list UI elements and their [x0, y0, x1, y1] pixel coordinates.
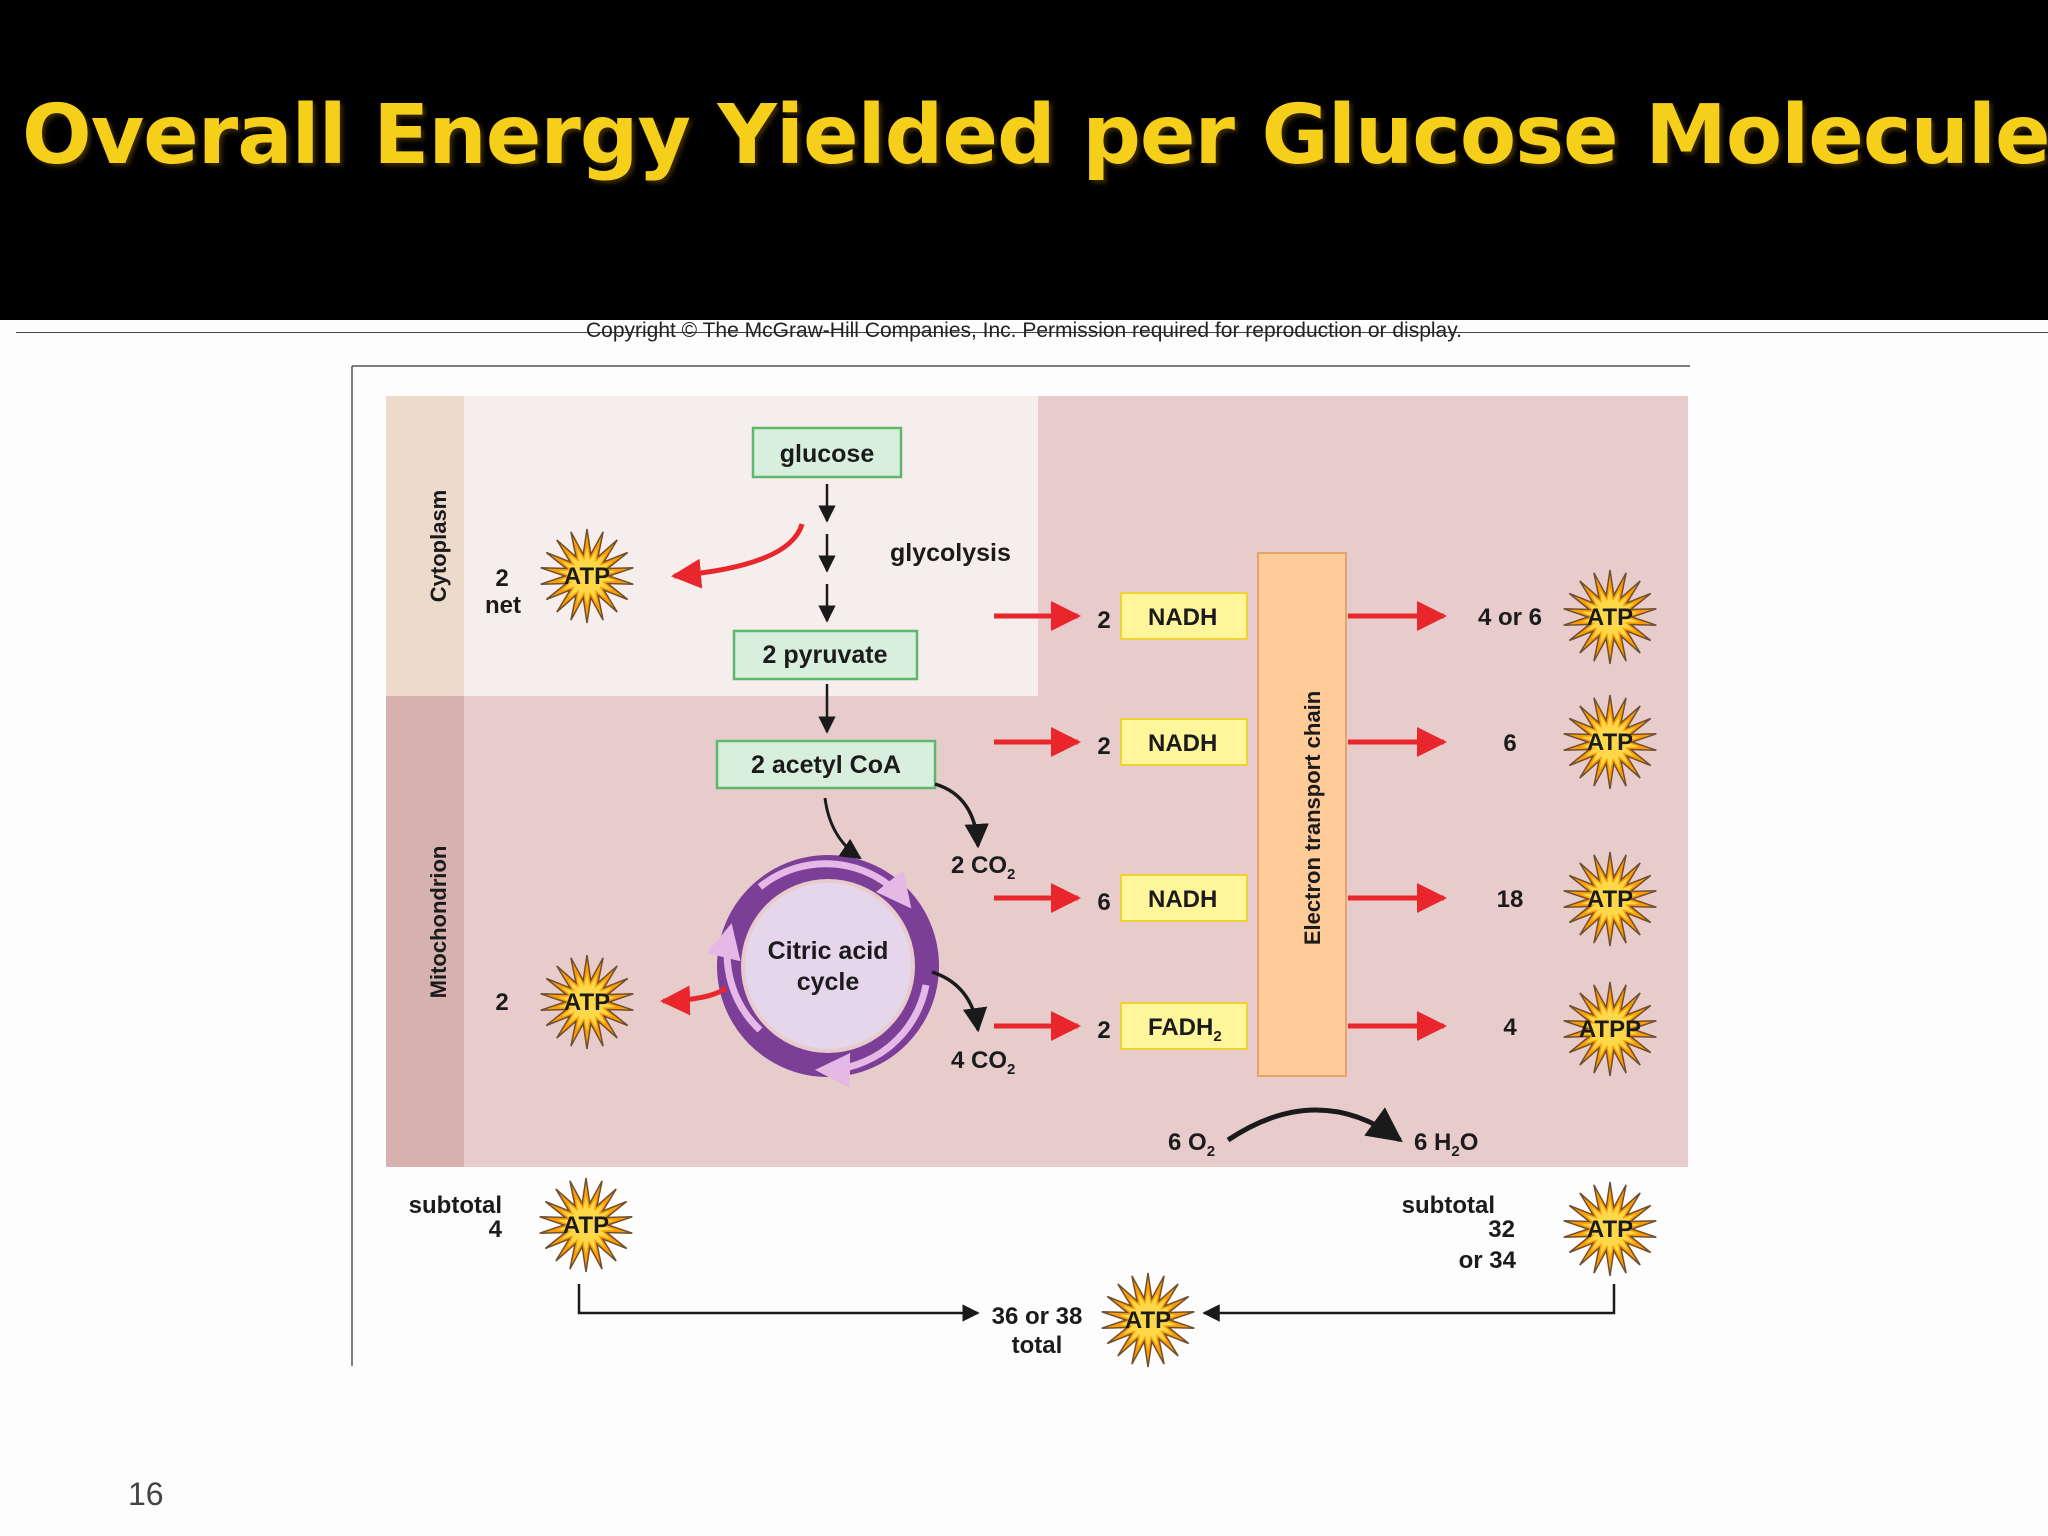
atp-star: ATP — [1563, 851, 1657, 947]
glycolysis-atp-arrow — [671, 523, 805, 589]
atp-label: ATP — [1587, 604, 1633, 631]
carrier-name: NADH — [1148, 886, 1217, 913]
cytoplasm-label: Cytoplasm — [426, 490, 451, 602]
cycle-label-line2: cycle — [797, 968, 860, 996]
pyruvate-box — [732, 629, 919, 681]
total-value: 36 or 38 — [992, 1303, 1083, 1330]
atp-label: ATP — [1125, 1307, 1171, 1334]
atp-label: ATP — [564, 989, 610, 1016]
co2-label-2-text: 4 CO — [951, 1047, 1007, 1074]
cycle-arrow-3 — [706, 923, 763, 1033]
carrier-count: 2 — [1097, 733, 1110, 760]
co2-label-1: 2 CO2 — [951, 852, 1015, 883]
title-rule — [16, 332, 2048, 333]
atp-star: ATP — [540, 528, 634, 624]
carrier-count: 6 — [1097, 889, 1110, 916]
cytoplasm-label-band — [386, 396, 464, 696]
co2-label-2-sub: 2 — [1007, 1061, 1015, 1078]
atp-star: ATP — [1101, 1272, 1195, 1368]
atp-label: ATP — [1587, 1216, 1633, 1243]
acetyl-coa-box — [715, 739, 937, 790]
subtotal-left-label: subtotal — [409, 1192, 502, 1219]
atp-star: ATP — [539, 1177, 633, 1273]
subtotal-left-value: 4 — [489, 1216, 503, 1243]
carrier-label: NADH — [1148, 604, 1217, 631]
subtotal-right-value1: 32 — [1488, 1216, 1515, 1243]
copyright-notice: Copyright © The McGraw-Hill Companies, I… — [585, 319, 1463, 342]
carrier-count: 2 — [1097, 1017, 1110, 1044]
carrier-count: 2 — [1097, 607, 1110, 634]
cycle-arrow-1 — [757, 860, 912, 909]
etc-yield: 18 — [1497, 886, 1524, 913]
glucose-label: glucose — [780, 440, 875, 468]
pyruvate-label: 2 pyruvate — [762, 641, 887, 669]
acetyl-coa-label: 2 acetyl CoA — [751, 751, 901, 779]
carrier-name: NADH — [1148, 604, 1217, 631]
h2o-label-pre: 6 H — [1414, 1129, 1451, 1156]
carrier-box — [1120, 874, 1248, 922]
carrier-name: FADH — [1148, 1014, 1213, 1041]
electron-transport-chain-box — [1257, 552, 1347, 1077]
oxygen-to-water-arrow — [1226, 1107, 1403, 1143]
etc-yield: 4 or 6 — [1478, 604, 1542, 631]
total-label: total — [1012, 1332, 1063, 1359]
o2-label-text: 6 O — [1168, 1129, 1207, 1156]
atp-star: ATP — [1563, 569, 1657, 665]
co2-release-arrow-1 — [934, 782, 989, 849]
h2o-label-sub: 2 — [1451, 1143, 1459, 1160]
acetyl-to-cycle-arrow — [823, 797, 862, 860]
total-bracket-right — [1202, 1284, 1616, 1322]
co2-label-2: 4 CO2 — [951, 1047, 1015, 1078]
atp-star: ATP — [540, 954, 634, 1050]
carrier-label: NADH — [1148, 730, 1217, 757]
carrier-label: FADH2 — [1148, 1014, 1222, 1045]
glycolysis-label: glycolysis — [890, 539, 1011, 567]
h2o-label-post: O — [1460, 1129, 1479, 1156]
etc-yield: 6 — [1503, 730, 1516, 757]
carrier-box — [1120, 1002, 1248, 1050]
subtotal-right-label: subtotal — [1402, 1192, 1495, 1219]
atp-label: ATP — [1587, 729, 1633, 756]
page-number: 16 — [128, 1476, 164, 1512]
atp-label: ATP — [563, 1212, 609, 1239]
atp-label: ATPP — [1579, 1016, 1641, 1043]
glycolysis-atp-qualifier: net — [485, 592, 521, 619]
slide-title: Overall Energy Yielded per Glucose Molec… — [22, 88, 2048, 183]
atp-label: ATP — [564, 563, 610, 590]
etc-label: Electron transport chain — [1300, 691, 1325, 945]
co2-label-1-text: 2 CO — [951, 852, 1007, 879]
citric-acid-cycle: Citric acid cycle — [706, 855, 939, 1088]
atp-star: ATP — [1563, 1181, 1657, 1277]
cycle-label-line1: Citric acid — [768, 937, 889, 965]
co2-label-1-sub: 2 — [1007, 866, 1015, 883]
mitochondrion-label: Mitochondrion — [426, 846, 451, 999]
carrier-label: NADH — [1148, 886, 1217, 913]
cycle-atp-arrow — [660, 985, 728, 1016]
o2-label: 6 O2 — [1168, 1129, 1215, 1160]
atp-starbursts: ATP ATP ATP ATP ATP ATP ATPP ATP ATP — [539, 528, 1657, 1368]
cycle-ring-inner — [745, 883, 911, 1049]
etc-yield: 4 — [1503, 1014, 1517, 1041]
glycolysis-atp-count: 2 — [495, 565, 508, 592]
co2-release-arrow-2 — [931, 970, 988, 1033]
atp-label: ATP — [1587, 886, 1633, 913]
cycle-arrow-2 — [815, 984, 930, 1088]
subtotal-right-value2: or 34 — [1459, 1247, 1517, 1274]
carrier-sub: 2 — [1213, 1028, 1221, 1045]
carrier-name: NADH — [1148, 730, 1217, 757]
h2o-label: 6 H2O — [1414, 1129, 1478, 1160]
mitochondrion-label-band — [386, 696, 464, 1167]
o2-label-sub: 2 — [1207, 1143, 1215, 1160]
atp-star: ATP — [1563, 694, 1657, 790]
carrier-box — [1120, 592, 1248, 640]
slide-header — [0, 0, 2048, 320]
atp-star: ATPP — [1563, 981, 1657, 1077]
cycle-atp-count: 2 — [495, 989, 508, 1016]
carrier-box — [1120, 718, 1248, 766]
total-bracket-left — [577, 1284, 980, 1322]
glucose-box — [751, 426, 903, 479]
